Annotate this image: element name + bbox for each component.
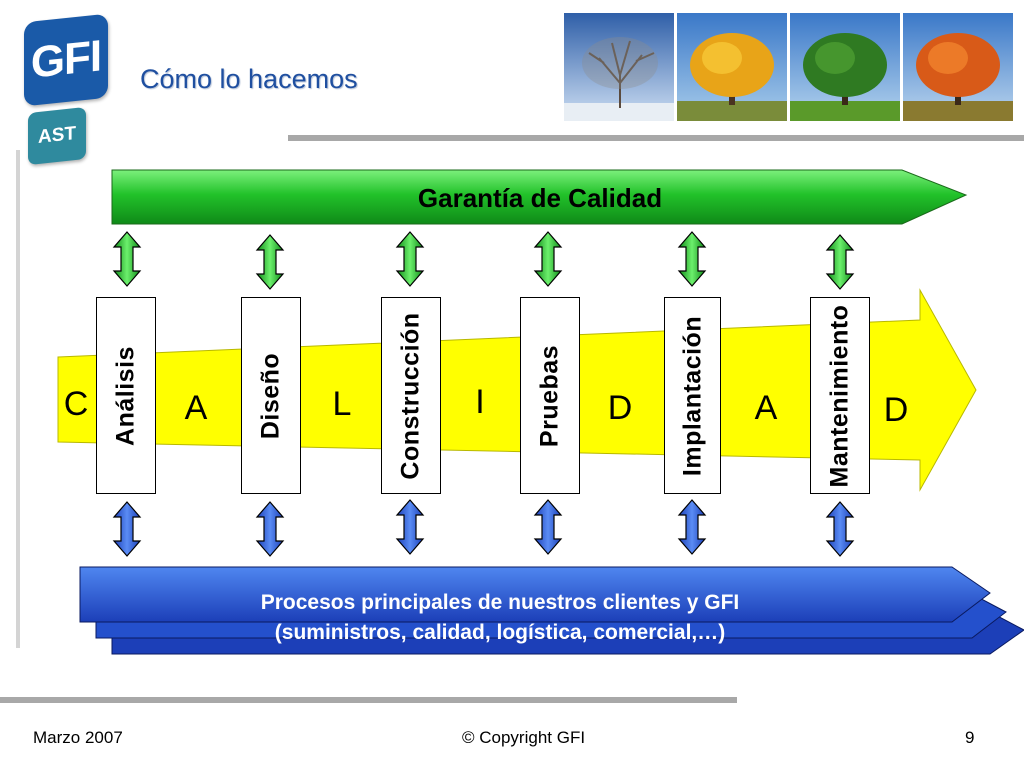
blue-double-arrow [396, 499, 424, 555]
phase-label: Implantación [678, 315, 706, 476]
green-double-arrow [396, 231, 424, 287]
slide-title: Cómo lo hacemos [140, 64, 358, 94]
processes-line-2: (suministros, calidad, logística, comerc… [274, 621, 726, 644]
calidad-letter: C [63, 385, 89, 423]
green-tree-image [790, 13, 900, 121]
processes-line-1: Procesos principales de nuestros cliente… [260, 591, 740, 614]
tree-seasons-image [564, 13, 1014, 121]
phase-label: Construcción [396, 311, 425, 480]
phase-label: Diseño [256, 352, 285, 439]
calidad-letter: I [475, 383, 485, 421]
blue-double-arrow [678, 499, 706, 555]
green-double-arrow [113, 231, 141, 287]
calidad-letter: L [332, 385, 352, 423]
processes-label: Procesos principales de nuestros cliente… [120, 588, 880, 648]
blue-double-arrow [534, 499, 562, 555]
green-double-arrow [826, 234, 854, 290]
footer-divider [0, 697, 737, 703]
winter-tree-image [564, 13, 674, 121]
quality-assurance-label: Garantía de Calidad [417, 183, 663, 213]
quality-assurance-arrow [111, 169, 968, 225]
blue-double-arrow [826, 501, 854, 557]
footer-date: Marzo 2007 [33, 728, 123, 747]
phase-label: Pruebas [535, 344, 564, 447]
phase-box-diseno: Diseño [241, 297, 301, 494]
calidad-letter: A [184, 389, 208, 427]
process-arrow-front [79, 566, 991, 623]
calidad-letter: D [883, 391, 909, 429]
green-double-arrow [534, 231, 562, 287]
phase-box-analisis: Análisis [96, 297, 156, 494]
calidad-letter: D [607, 389, 633, 427]
phase-label: Mantenimiento [825, 304, 854, 487]
calidad-letter: A [754, 389, 778, 427]
phase-box-construccion: Construcción [381, 297, 441, 494]
left-border-strip [16, 150, 20, 648]
phase-box-mantenimiento: Mantenimiento [810, 297, 870, 494]
phase-box-implantacion: Implantación [664, 297, 721, 494]
green-double-arrow [256, 234, 284, 290]
blue-double-arrow [256, 501, 284, 557]
blue-double-arrow [113, 501, 141, 557]
footer-copyright: © Copyright GFI [462, 728, 586, 747]
phase-label: Análisis [111, 345, 140, 446]
yellow-tree-image [677, 13, 787, 121]
orange-tree-image [903, 13, 1013, 121]
phase-box-pruebas: Pruebas [520, 297, 580, 494]
green-double-arrow [678, 231, 706, 287]
header-divider [288, 135, 1024, 141]
page-number: 9 [965, 728, 975, 747]
